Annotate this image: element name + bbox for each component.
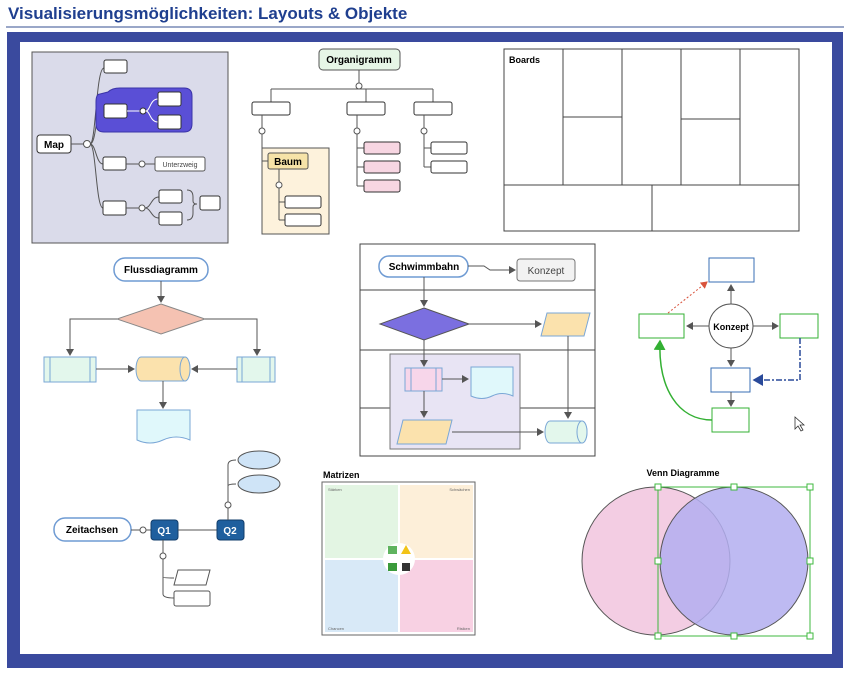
timeline-diagram[interactable]: Zeitachsen Q1 Q2 <box>53 450 281 607</box>
swimlane-concept-label: Konzept <box>528 266 565 277</box>
boards-label: Boards <box>509 55 540 65</box>
warning-icon <box>401 545 411 554</box>
flow-label: Flussdiagramm <box>124 265 198 276</box>
money-icon <box>388 563 397 571</box>
flow-decision <box>115 303 207 335</box>
matrix-diagram[interactable]: Matrizen Stärken Schwächen Chancen Risik… <box>321 470 476 636</box>
timeline-q2: Q2 <box>223 526 237 537</box>
org-chart[interactable]: Organigramm Baum <box>251 48 468 235</box>
lock-icon <box>402 563 410 571</box>
venn-label: Venn Diagramme <box>646 468 719 478</box>
matrix-label: Matrizen <box>323 470 360 480</box>
swimlane-diagram[interactable]: Schwimmbahn Konzept <box>359 243 596 457</box>
tree-label: Baum <box>274 157 302 168</box>
mouse-cursor-icon <box>794 416 806 432</box>
matrix-br-label: Risiken <box>457 626 470 631</box>
page-title: Visualisierungsmöglichkeiten: Layouts & … <box>8 4 408 23</box>
flowchart[interactable]: Flussdiagramm <box>43 257 276 444</box>
map-diagram[interactable]: Map Unterzweig <box>31 51 229 244</box>
map-node <box>103 59 128 74</box>
timeline-label: Zeitachsen <box>66 525 118 536</box>
concept-map[interactable]: Konzept <box>638 257 819 433</box>
boards-diagram[interactable]: Boards <box>503 48 800 232</box>
venn-diagram[interactable]: Venn Diagramme <box>581 468 814 640</box>
matrix-tl-label: Stärken <box>328 487 342 492</box>
timeline-q1: Q1 <box>157 526 171 537</box>
org-root-label: Organigramm <box>326 55 392 66</box>
swimlane-label: Schwimmbahn <box>389 262 460 273</box>
concept-label: Konzept <box>713 322 749 332</box>
map-root-label: Map <box>44 140 64 151</box>
map-sub-label: Unterzweig <box>162 162 197 169</box>
matrix-bl-label: Chancen <box>328 626 344 631</box>
matrix-tr-label: Schwächen <box>449 487 470 492</box>
title-divider <box>6 26 844 28</box>
chart-icon <box>388 546 397 554</box>
